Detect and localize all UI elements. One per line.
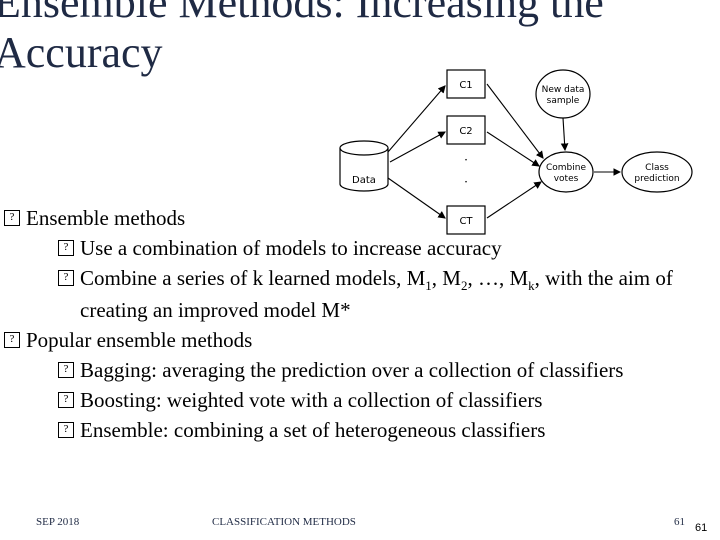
bullet-level2: ?Boosting: weighted vote with a collecti… xyxy=(58,388,714,413)
bullet-level1: ?Popular ensemble methods xyxy=(4,328,714,353)
bullet-list: ?Ensemble methods ?Use a combination of … xyxy=(4,206,714,448)
combine-label-1: Combine xyxy=(546,163,586,173)
bullet-level2: ?Bagging: averaging the prediction over … xyxy=(58,358,714,383)
combine-votes-node xyxy=(538,151,594,193)
data-label: Data xyxy=(352,175,376,186)
class-label-1: Class xyxy=(645,163,669,173)
class-prediction-node xyxy=(621,151,693,193)
new-data-label-1: New data xyxy=(542,85,585,95)
bullet-level2: ?Use a combination of models to increase… xyxy=(58,236,714,261)
classifier-c2-label: C2 xyxy=(459,126,472,137)
classifier-ct-box xyxy=(446,205,486,235)
bullet-glyph-icon: ? xyxy=(58,392,74,409)
classifier-c1-label: C1 xyxy=(459,80,472,91)
classifier-c1-box xyxy=(446,69,486,99)
class-label-2: prediction xyxy=(634,174,679,184)
ensemble-diagram: Data C1 C2 · · CT New data sample Combin… xyxy=(334,66,696,238)
footer-title: CLASSIFICATION METHODS xyxy=(212,516,356,528)
diagram-arrows xyxy=(387,83,622,219)
ellipsis-dot-1: · xyxy=(464,153,468,167)
bullet-glyph-icon: ? xyxy=(58,240,74,256)
title-line-2: Accuracy xyxy=(0,28,163,77)
bullet-glyph-icon: ? xyxy=(4,332,20,349)
new-data-label-2: sample xyxy=(547,96,580,106)
page-number: 61 xyxy=(695,522,708,534)
bullet-glyph-icon: ? xyxy=(4,210,20,226)
classifier-c2-box xyxy=(446,115,486,145)
bullet-glyph-icon: ? xyxy=(58,270,74,286)
ellipsis-dot-2: · xyxy=(464,175,468,189)
bullet-level2: ?Combine a series of k learned models, M… xyxy=(58,266,714,323)
footer-date: SEP 2018 xyxy=(36,516,80,528)
slide-title: Ensemble Methods: Increasing the Accurac… xyxy=(0,0,714,78)
bullet-level2: ?Ensemble: combining a set of heterogene… xyxy=(58,418,714,443)
footer-slide-number: 61 xyxy=(674,516,685,528)
bullet-glyph-icon: ? xyxy=(58,422,74,439)
data-cylinder xyxy=(339,140,389,192)
combine-label-2: votes xyxy=(554,174,579,184)
bullet-glyph-icon: ? xyxy=(58,362,74,379)
bullet-level1: ?Ensemble methods xyxy=(4,206,714,231)
classifier-ct-label: CT xyxy=(459,216,473,227)
title-line-1: Ensemble Methods: Increasing the xyxy=(0,0,604,27)
